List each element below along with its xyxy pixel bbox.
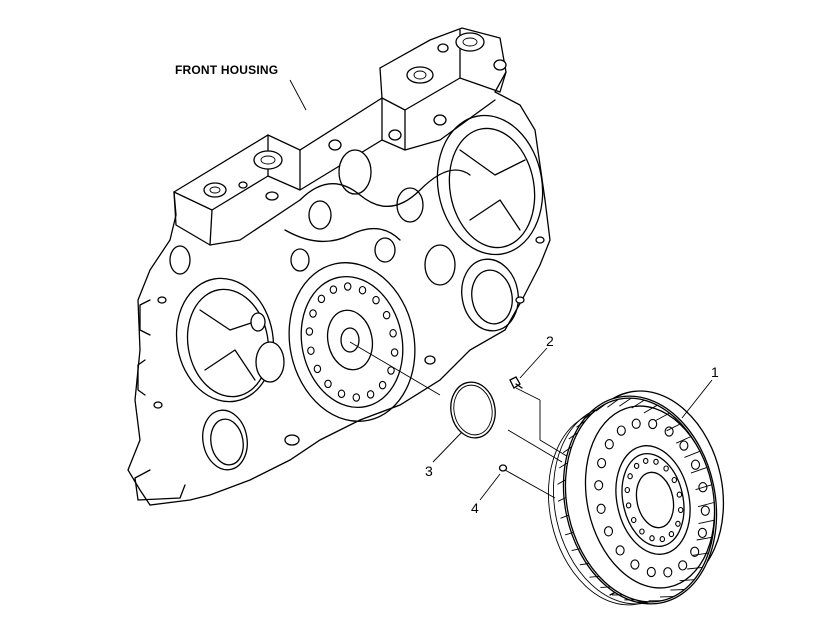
pulley-inner-bolt <box>654 459 658 464</box>
housing-bolt-hole <box>314 365 320 372</box>
housing-bolt-hole <box>379 381 385 388</box>
pulley-outer-bolt <box>680 441 688 450</box>
housing-bolt-hole <box>338 390 344 397</box>
pulley-outer-bolt <box>617 426 625 435</box>
pulley-inner-bolt <box>632 518 636 523</box>
pulley-outer-bolt <box>595 481 603 490</box>
housing-bolt-hole <box>390 330 396 337</box>
pulley-inner-bolt <box>626 503 630 508</box>
housing-bolt-hole <box>308 347 314 354</box>
pulley-inner-bolt <box>679 508 683 513</box>
pulley-outer-bolt <box>597 504 605 513</box>
part-4-dowel <box>500 465 507 471</box>
part-1-pulley <box>531 377 741 618</box>
housing-bolt-hole <box>391 349 397 356</box>
pulley-inner-bolt <box>650 536 654 541</box>
callout-4-leader <box>480 474 500 500</box>
pulley-outer-bolt <box>664 568 672 577</box>
pulley-inner-bolt <box>664 466 668 471</box>
pulley-rim-tick <box>670 590 684 591</box>
pulley-inner-bolt <box>625 488 629 493</box>
callout-2-leader <box>520 348 547 378</box>
pulley-inner-bolt <box>644 458 648 463</box>
pulley-inner-bolt <box>660 537 664 542</box>
pulley-inner-bolt <box>628 474 632 479</box>
housing-bolt-hole <box>359 287 365 294</box>
pulley-rim-tick <box>600 587 610 588</box>
pulley-inner-bolt <box>669 532 673 537</box>
pulley-inner-bolt <box>640 529 644 534</box>
part-2-bolt <box>510 377 522 388</box>
housing-bolt-hole <box>373 296 379 303</box>
callout-1-leader <box>682 380 712 418</box>
front-housing-drawing <box>128 28 553 505</box>
pulley-outer-bolt <box>649 419 657 428</box>
front-housing-leader <box>290 80 306 110</box>
pulley-inner-bolt <box>677 492 681 497</box>
pulley-outer-bolt <box>598 459 606 468</box>
housing-bolt-hole <box>310 310 316 317</box>
pulley-outer-bolt <box>692 460 700 469</box>
pulley-inner-bolt <box>672 478 676 483</box>
housing-bolt-hole <box>367 391 373 398</box>
housing-bolt-hole <box>325 380 331 387</box>
callout-2-label: 2 <box>546 333 554 349</box>
housing-bolt-hole <box>306 328 312 335</box>
pulley-outer-bolt <box>631 560 639 569</box>
housing-bolt-hole <box>353 394 359 401</box>
pulley-outer-bolt <box>632 419 640 428</box>
callout-3-label: 3 <box>425 463 433 479</box>
pulley-outer-bolt <box>605 527 613 536</box>
pulley-inner-bolt <box>676 521 680 526</box>
pulley-outer-bolt <box>616 546 624 555</box>
callout-4-label: 4 <box>471 500 479 516</box>
pulley-outer-bolt <box>698 528 706 537</box>
pulley-outer-bolt <box>605 440 613 449</box>
housing-bolt-hole <box>318 295 324 302</box>
housing-bolt-hole <box>330 286 336 293</box>
pulley-outer-bolt <box>701 506 709 515</box>
housing-bolt-hole <box>383 311 389 318</box>
part-3-seal <box>446 379 499 442</box>
callout-1-label: 1 <box>711 364 719 380</box>
callout-3-leader <box>433 432 462 462</box>
housing-bolt-hole <box>345 283 351 290</box>
pulley-inner-bolt <box>634 463 638 468</box>
pulley-outer-bolt <box>647 567 655 576</box>
pulley-outer-bolt <box>679 561 687 570</box>
front-housing-label: FRONT HOUSING <box>175 63 278 77</box>
